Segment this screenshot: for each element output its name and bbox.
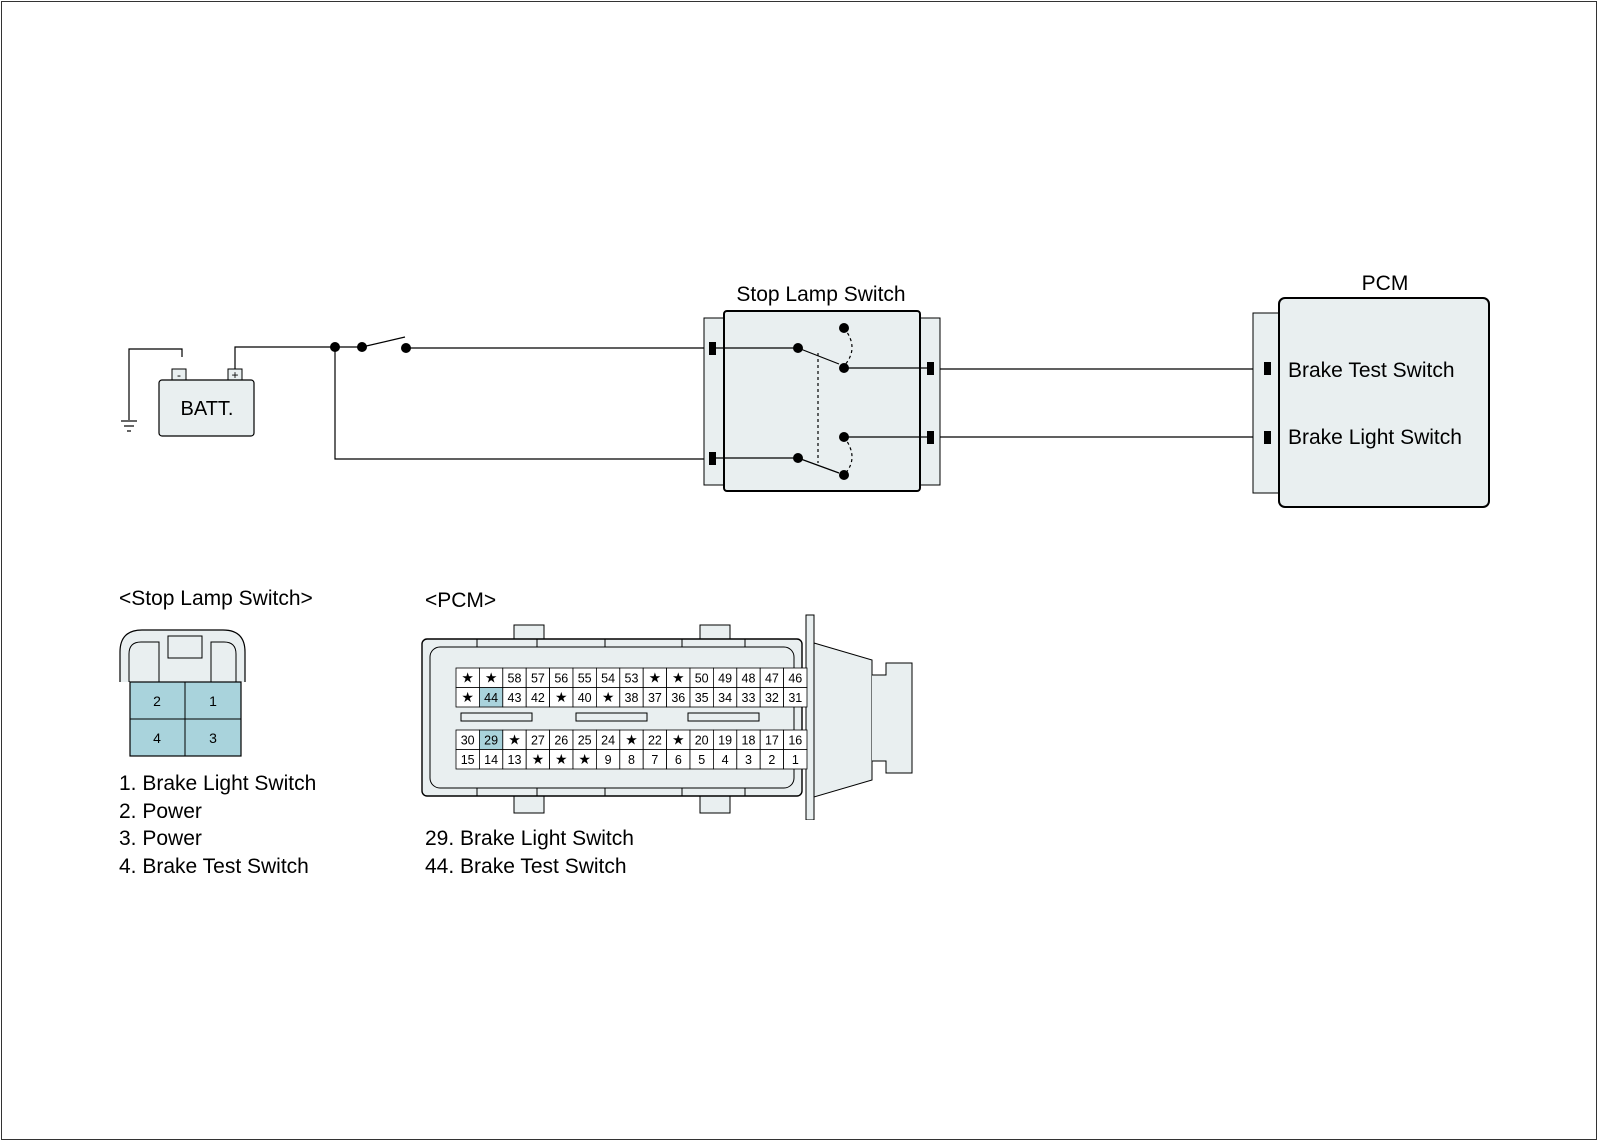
- pcm-pin-unused: ★: [461, 670, 474, 686]
- pin-3: 3: [209, 730, 217, 746]
- pcm-pin-unused: ★: [485, 670, 498, 686]
- pcm-input-brake-light: Brake Light Switch: [1288, 426, 1462, 449]
- pcm-pin-44: 44: [484, 691, 498, 705]
- battery-pos-label: +: [231, 368, 238, 382]
- pcm-pin-3: 3: [745, 753, 752, 767]
- pcm-pin-46: 46: [788, 672, 802, 686]
- pcm-pin-unused: ★: [602, 689, 615, 705]
- pcm-pin-6: 6: [675, 753, 682, 767]
- pcm-pin-9: 9: [605, 753, 612, 767]
- pcm-pin-unused: ★: [578, 751, 591, 767]
- pcm-pin-13: 13: [508, 753, 522, 767]
- pin-4: 4: [153, 730, 161, 746]
- pcm-pin-49: 49: [718, 672, 732, 686]
- wires: [234, 336, 1265, 460]
- pin-2: 2: [153, 693, 161, 709]
- pcm-pin-1: 1: [792, 753, 799, 767]
- pcm-pin-58: 58: [508, 672, 522, 686]
- stop-lamp-switch: Stop Lamp Switch: [703, 283, 941, 492]
- pcm-pin-38: 38: [625, 691, 639, 705]
- pcm-pin-55: 55: [578, 672, 592, 686]
- pcm-pin-56: 56: [554, 672, 568, 686]
- pcm-pin-19: 19: [718, 734, 732, 748]
- pcm-pin-14: 14: [484, 753, 498, 767]
- pcm-connector-title: <PCM>: [425, 589, 497, 612]
- battery-neg-label: -: [177, 368, 181, 382]
- pcm-pin-37: 37: [648, 691, 662, 705]
- pcm-pin-33: 33: [742, 691, 756, 705]
- pcm-pin-29: 29: [484, 734, 498, 748]
- pcm-pin-22: 22: [648, 734, 662, 748]
- pcm-pin-16: 16: [788, 734, 802, 748]
- list-item: 4. Brake Test Switch: [119, 854, 309, 878]
- pcm-pin-unused: ★: [672, 732, 685, 748]
- pcm-pin-35: 35: [695, 691, 709, 705]
- pcm-pin-40: 40: [578, 691, 592, 705]
- pin-1: 1: [209, 693, 217, 709]
- pcm-pin-unused: ★: [625, 732, 638, 748]
- list-item: 44. Brake Test Switch: [425, 854, 627, 878]
- pcm-pin-unused: ★: [508, 732, 521, 748]
- pcm-pin-32: 32: [765, 691, 779, 705]
- fuse-switch-nodes: [330, 342, 411, 353]
- pcm-pin-24: 24: [601, 734, 615, 748]
- list-item: 2. Power: [119, 799, 202, 823]
- pcm-pin-54: 54: [601, 672, 615, 686]
- pcm-pin-4: 4: [722, 753, 729, 767]
- pcm-pin-53: 53: [625, 672, 639, 686]
- stop-lamp-connector-title: <Stop Lamp Switch>: [119, 587, 313, 610]
- stop-lamp-connector: 2 1 4 3: [119, 629, 246, 757]
- pcm-module: PCM Brake Test Switch Brake Light Switch: [1252, 272, 1490, 508]
- pcm-pin-18: 18: [742, 734, 756, 748]
- pcm-pin-17: 17: [765, 734, 779, 748]
- pcm-input-brake-test: Brake Test Switch: [1288, 359, 1455, 382]
- pcm-pin-2: 2: [768, 753, 775, 767]
- pcm-pin-8: 8: [628, 753, 635, 767]
- pcm-pin-30: 30: [461, 734, 475, 748]
- stop-lamp-pin-list: 1. Brake Light Switch 2. Power 3. Power …: [119, 770, 316, 880]
- pcm-pin-unused: ★: [672, 670, 685, 686]
- pcm-pin-15: 15: [461, 753, 475, 767]
- pcm-pin-36: 36: [671, 691, 685, 705]
- pcm-pin-20: 20: [695, 734, 709, 748]
- pcm-pin-5: 5: [698, 753, 705, 767]
- pcm-pin-34: 34: [718, 691, 732, 705]
- pcm-pin-42: 42: [531, 691, 545, 705]
- pcm-pin-57: 57: [531, 672, 545, 686]
- list-item: 29. Brake Light Switch: [425, 827, 634, 850]
- pcm-pin-43: 43: [508, 691, 522, 705]
- list-item: 3. Power: [119, 827, 202, 850]
- pcm-pin-26: 26: [554, 734, 568, 748]
- pcm-pin-27: 27: [531, 734, 545, 748]
- pcm-pin-31: 31: [788, 691, 802, 705]
- pcm-pin-unused: ★: [555, 689, 568, 705]
- pcm-pin-cell: [783, 687, 808, 708]
- ground-symbol: [121, 348, 183, 432]
- pcm-title: PCM: [1362, 272, 1409, 295]
- pcm-pin-unused: ★: [461, 689, 474, 705]
- pcm-pin-48: 48: [742, 672, 756, 686]
- pcm-pin-7: 7: [651, 753, 658, 767]
- pcm-pin-unused: ★: [555, 751, 568, 767]
- battery: - + BATT.: [158, 368, 255, 437]
- stop-lamp-switch-title: Stop Lamp Switch: [736, 283, 905, 306]
- pcm-pin-50: 50: [695, 672, 709, 686]
- pcm-pin-list: 29. Brake Light Switch 44. Brake Test Sw…: [425, 825, 634, 880]
- pcm-pin-47: 47: [765, 672, 779, 686]
- pcm-pin-cell: [783, 749, 808, 770]
- battery-label: BATT.: [181, 398, 234, 420]
- pcm-pin-unused: ★: [532, 751, 545, 767]
- pcm-pin-25: 25: [578, 734, 592, 748]
- pcm-pin-unused: ★: [649, 670, 662, 686]
- list-item: 1. Brake Light Switch: [119, 772, 317, 795]
